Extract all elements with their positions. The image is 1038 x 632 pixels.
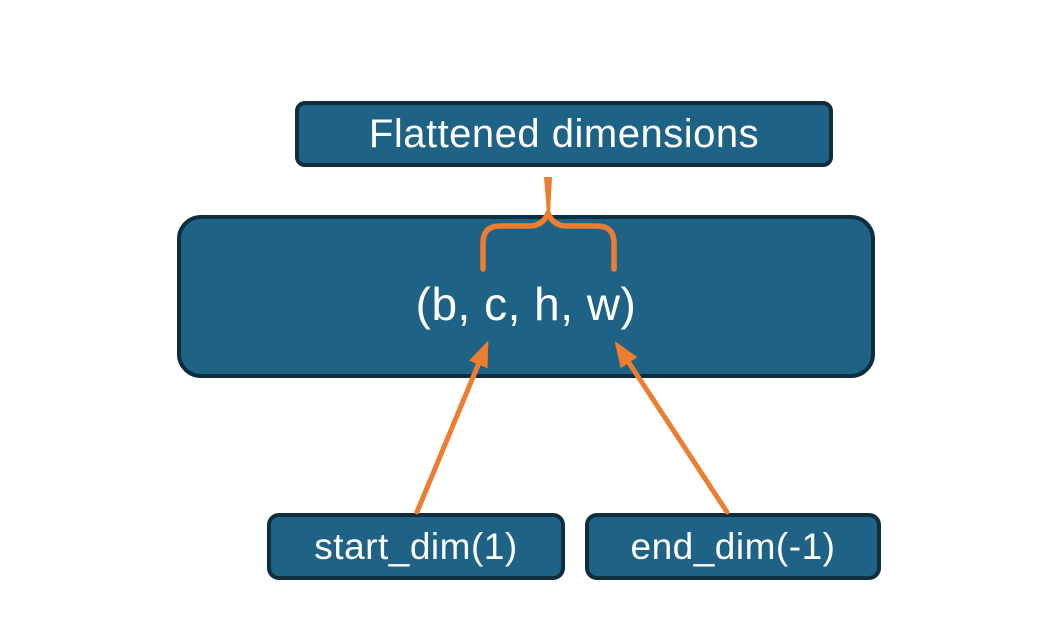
start-dim-box: start_dim(1) — [267, 513, 565, 580]
tensor-shape-label: (b, c, h, w) — [415, 277, 637, 330]
end-dim-box: end_dim(-1) — [585, 513, 881, 580]
start-dim-label: start_dim(1) — [314, 525, 518, 567]
brace-stem — [544, 177, 552, 214]
flattened-dimensions-label: Flattened dimensions — [368, 111, 760, 156]
flattened-dimensions-box: Flattened dimensions — [295, 101, 833, 167]
tensor-shape-box: (b, c, h, w) — [177, 215, 875, 378]
end-dim-label: end_dim(-1) — [630, 525, 836, 567]
